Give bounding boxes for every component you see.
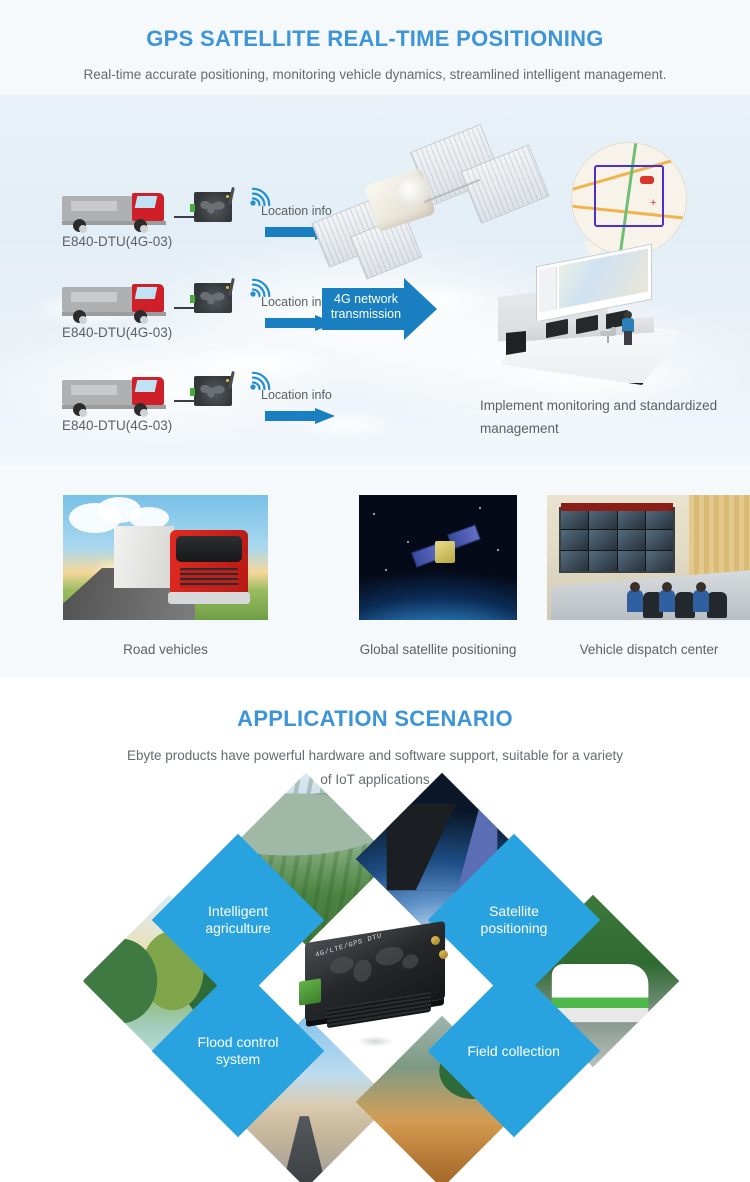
truck-icon	[62, 192, 187, 233]
label-line1: Intelligent	[208, 903, 268, 919]
dispatch-center-photo	[547, 495, 750, 620]
right-arrow-icon	[265, 408, 335, 424]
dtu-device-icon	[174, 186, 235, 224]
wifi-signal-icon	[247, 182, 273, 208]
app-section-title: APPLICATION SCENARIO	[237, 706, 513, 731]
feature-card[interactable]: Global satellite positioning	[359, 495, 517, 657]
vehicle-row: Location info E840-DTU(4G-03)	[62, 275, 382, 355]
flow-label: Location info	[261, 295, 332, 309]
network-arrow-line2: transmission	[330, 307, 402, 321]
right-arrow-icon	[265, 315, 335, 331]
satellite-icon	[300, 123, 555, 280]
network-transmission-arrow: 4G network transmission	[322, 278, 437, 340]
app-section-subtitle-line1: Ebyte products have powerful hardware an…	[126, 748, 624, 763]
wifi-signal-icon	[247, 366, 273, 392]
label-line2: positioning	[480, 920, 548, 936]
label-line1: Satellite	[489, 903, 539, 919]
app-section-subtitle-line2: of IoT applications	[320, 772, 430, 787]
feature-card-list: Road vehicles	[63, 495, 750, 665]
feature-card-caption: Road vehicles	[123, 642, 208, 657]
truck-icon	[62, 376, 187, 417]
road-truck-photo	[63, 495, 268, 620]
dtu-device-icon	[174, 370, 235, 408]
label-line2: agriculture	[205, 920, 271, 936]
wifi-signal-icon	[247, 273, 273, 299]
label-line1: Field collection	[467, 1042, 561, 1059]
network-arrow-line1: 4G network	[334, 292, 398, 306]
vehicle-row: Location info E840-DTU(4G-03)	[62, 184, 382, 264]
label-line1: Flood control	[197, 1034, 279, 1050]
truck-icon	[62, 283, 187, 324]
feature-card-caption: Global satellite positioning	[359, 642, 517, 657]
page-subtitle: Real-time accurate positioning, monitori…	[83, 67, 667, 82]
label-line2: system	[215, 1051, 261, 1067]
feature-card-caption: Vehicle dispatch center	[579, 642, 719, 657]
page-title: GPS SATELLITE REAL-TIME POSITIONING	[146, 26, 604, 51]
device-model-label: E840-DTU(4G-03)	[62, 234, 173, 249]
control-room-caption: Implement monitoring and standardized ma…	[480, 398, 718, 436]
dtu-device-icon	[174, 277, 235, 315]
gps-positioning-section: GPS SATELLITE REAL-TIME POSITIONING Real…	[0, 0, 750, 678]
flow-label: Location info	[261, 204, 332, 218]
feature-card[interactable]: Vehicle dispatch center	[547, 495, 750, 657]
map-bubble-icon: +	[572, 143, 688, 268]
device-model-label: E840-DTU(4G-03)	[62, 325, 173, 340]
control-room-icon	[492, 243, 692, 390]
feature-card[interactable]: Road vehicles	[63, 495, 268, 657]
device-model-label: E840-DTU(4G-03)	[62, 418, 173, 433]
flow-label: Location info	[261, 388, 332, 402]
vehicle-row: Location info E840-DTU(4G-03)	[62, 368, 382, 448]
satellite-photo	[359, 495, 517, 620]
